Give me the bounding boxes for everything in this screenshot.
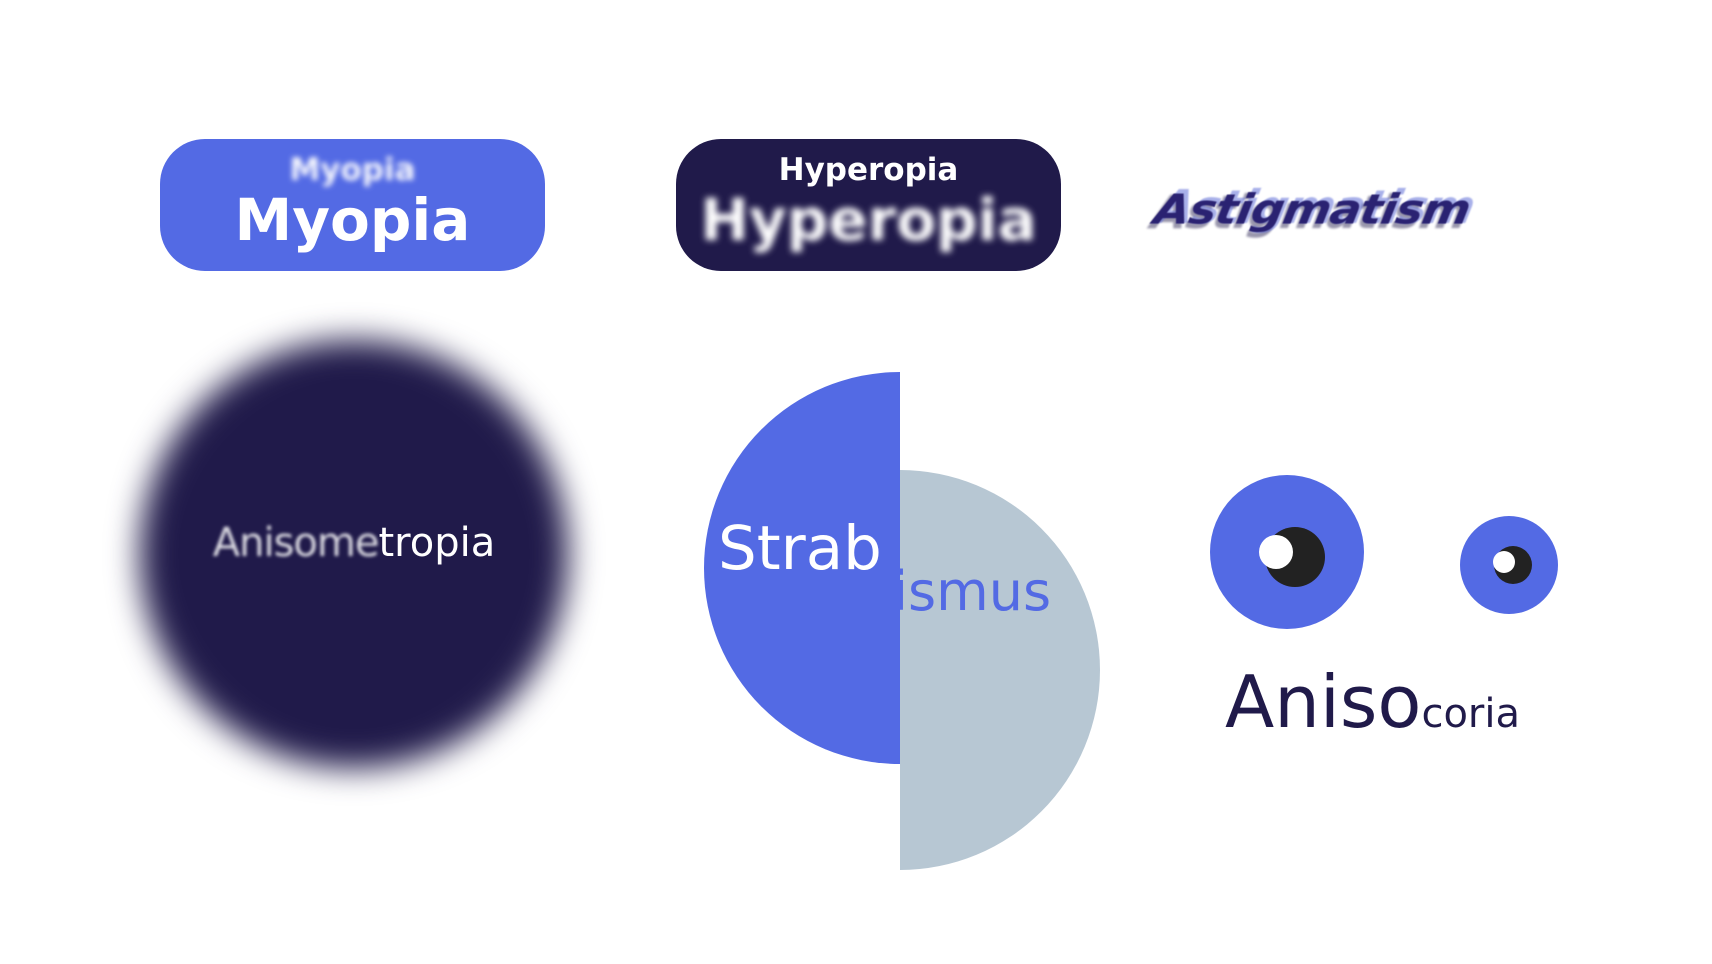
hyperopia-blurred-label: Hyperopia <box>700 186 1037 254</box>
strabismus-left-label: Strab <box>718 513 882 584</box>
anisocoria-eyes <box>1210 475 1558 629</box>
anisometropia-sharp-part: tropia <box>378 520 496 566</box>
strabismus-right-half-circle <box>900 470 1100 870</box>
hyperopia-label: Hyperopia <box>778 152 959 188</box>
anisocoria-label: Anisocoria <box>1225 660 1520 744</box>
anisocoria-small-part: coria <box>1421 691 1520 737</box>
strabismus-graphic <box>704 372 1100 870</box>
myopia-label: Myopia <box>234 186 471 254</box>
myopia-blurred-label: Myopia <box>289 152 416 188</box>
anisometropia-label: Anisometropia <box>140 520 568 566</box>
strabismus-left-half-circle <box>704 372 900 764</box>
anisometropia-blurred-circle <box>140 340 568 768</box>
strabismus-right-label: ismus <box>893 560 1052 623</box>
myopia-card: Myopia Myopia <box>160 139 545 271</box>
anisometropia-blurred-part: Anisome <box>212 520 380 566</box>
astigmatism-label: Astigmatism <box>1150 184 1475 234</box>
astigmatism-graphic: Astigmatism Astigmatism Astigmatism <box>1148 180 1555 262</box>
small-eye-icon <box>1460 516 1558 614</box>
anisocoria-big-part: Aniso <box>1225 660 1422 744</box>
hyperopia-card: Hyperopia Hyperopia <box>676 139 1061 271</box>
large-eye-icon <box>1210 475 1364 629</box>
